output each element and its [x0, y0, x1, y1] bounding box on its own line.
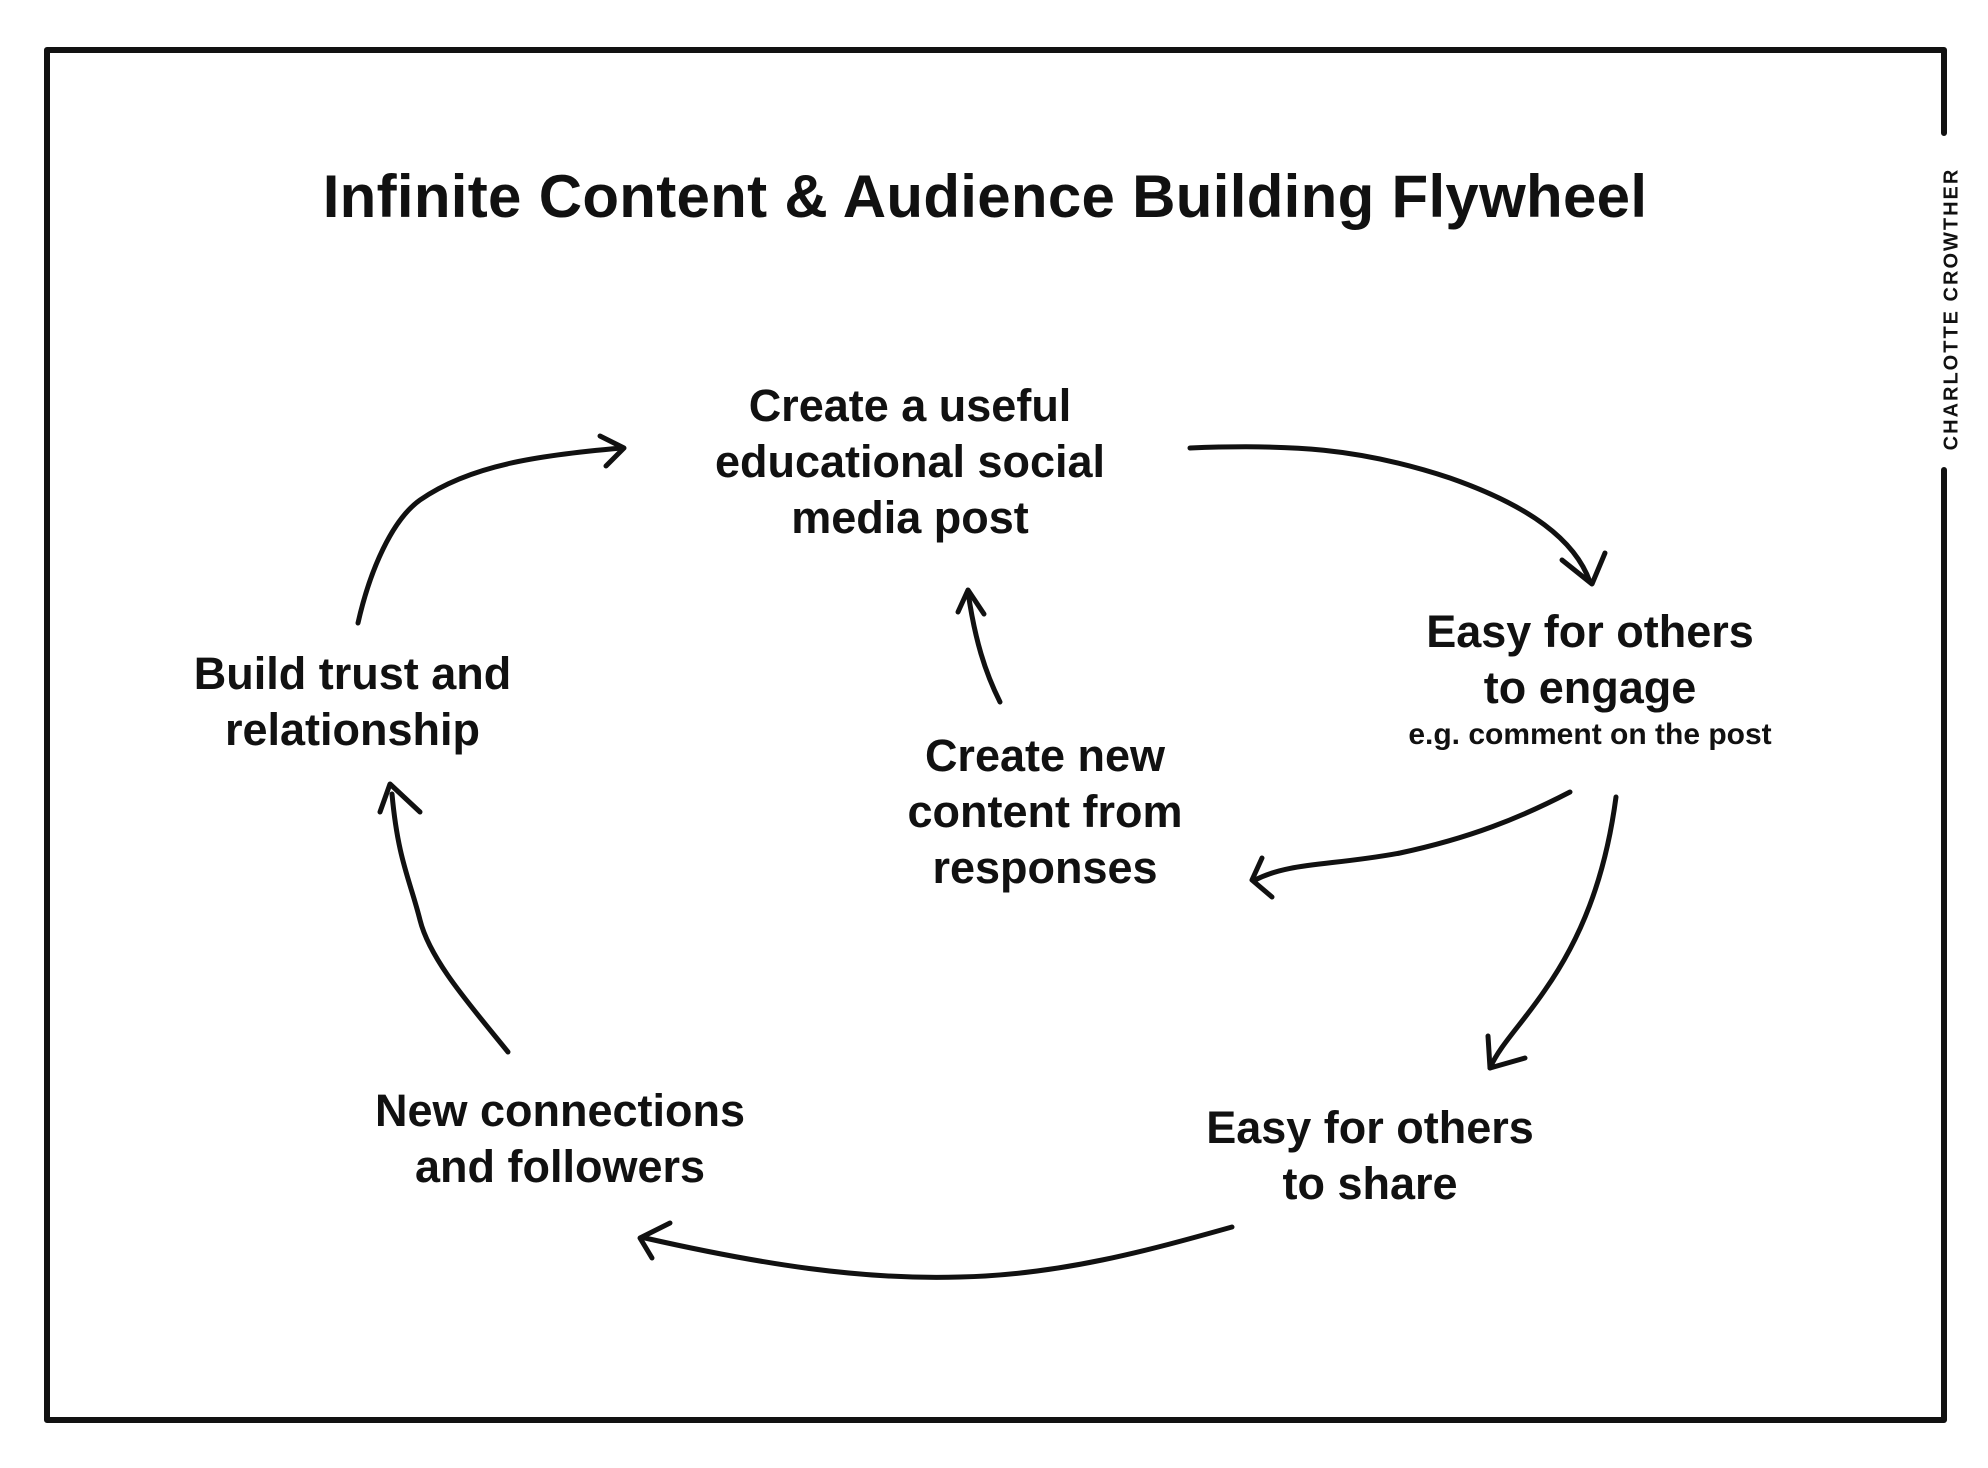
arrow-engage-to-share: [1487, 794, 1619, 1071]
node-note: e.g. comment on the post: [1408, 718, 1772, 751]
node-label-line: Create new: [924, 730, 1166, 781]
arrow-new-content-to-post: [965, 589, 1003, 705]
arrow-share-to-connections: [642, 1224, 1235, 1280]
arrowhead-trust-to-post: [597, 433, 627, 469]
node-label-line: responses: [932, 842, 1158, 893]
node-create-new-content: Create new content from responses: [845, 728, 1245, 896]
node-label-line: media post: [791, 492, 1029, 543]
arrow-connections-to-trust: [389, 791, 511, 1055]
node-label-line: New connections: [374, 1085, 746, 1136]
arrow-engage-to-new-content: [1252, 789, 1573, 883]
node-easy-to-engage: Easy for others to engage e.g. comment o…: [1350, 604, 1830, 754]
node-new-connections: New connections and followers: [340, 1083, 780, 1195]
diagram-title: Infinite Content & Audience Building Fly…: [322, 163, 1648, 230]
arrow-trust-to-post: [355, 445, 625, 626]
node-create-post: Create a useful educational social media…: [660, 378, 1160, 546]
arrow-post-to-engage: [1187, 444, 1593, 585]
node-label-line: to engage: [1483, 662, 1697, 713]
arrowhead-engage-to-share: [1485, 1033, 1528, 1071]
arrowhead-engage-to-new-content: [1249, 855, 1275, 900]
node-label-line: educational social: [714, 436, 1106, 487]
node-label-line: relationship: [224, 704, 481, 755]
arrowhead-share-to-connections: [637, 1220, 673, 1261]
node-label-line: and followers: [414, 1141, 706, 1192]
arrowhead-new-content-to-post: [955, 587, 987, 617]
node-label-line: Easy for others: [1206, 1102, 1534, 1153]
node-label-line: Create a useful: [748, 380, 1072, 431]
node-label-line: Build trust and: [193, 648, 512, 699]
node-label-line: content from: [907, 786, 1183, 837]
node-label-line: Easy for others: [1426, 606, 1754, 657]
author-signature: CHARLOTTE CROWTHER: [1940, 167, 1963, 451]
node-build-trust: Build trust and relationship: [150, 646, 555, 758]
arrowhead-post-to-engage: [1559, 550, 1608, 587]
node-easy-to-share: Easy for others to share: [1150, 1100, 1590, 1212]
frame-border: [44, 47, 1947, 1423]
node-label-line: to share: [1282, 1158, 1458, 1209]
arrowhead-connections-to-trust: [377, 781, 423, 815]
